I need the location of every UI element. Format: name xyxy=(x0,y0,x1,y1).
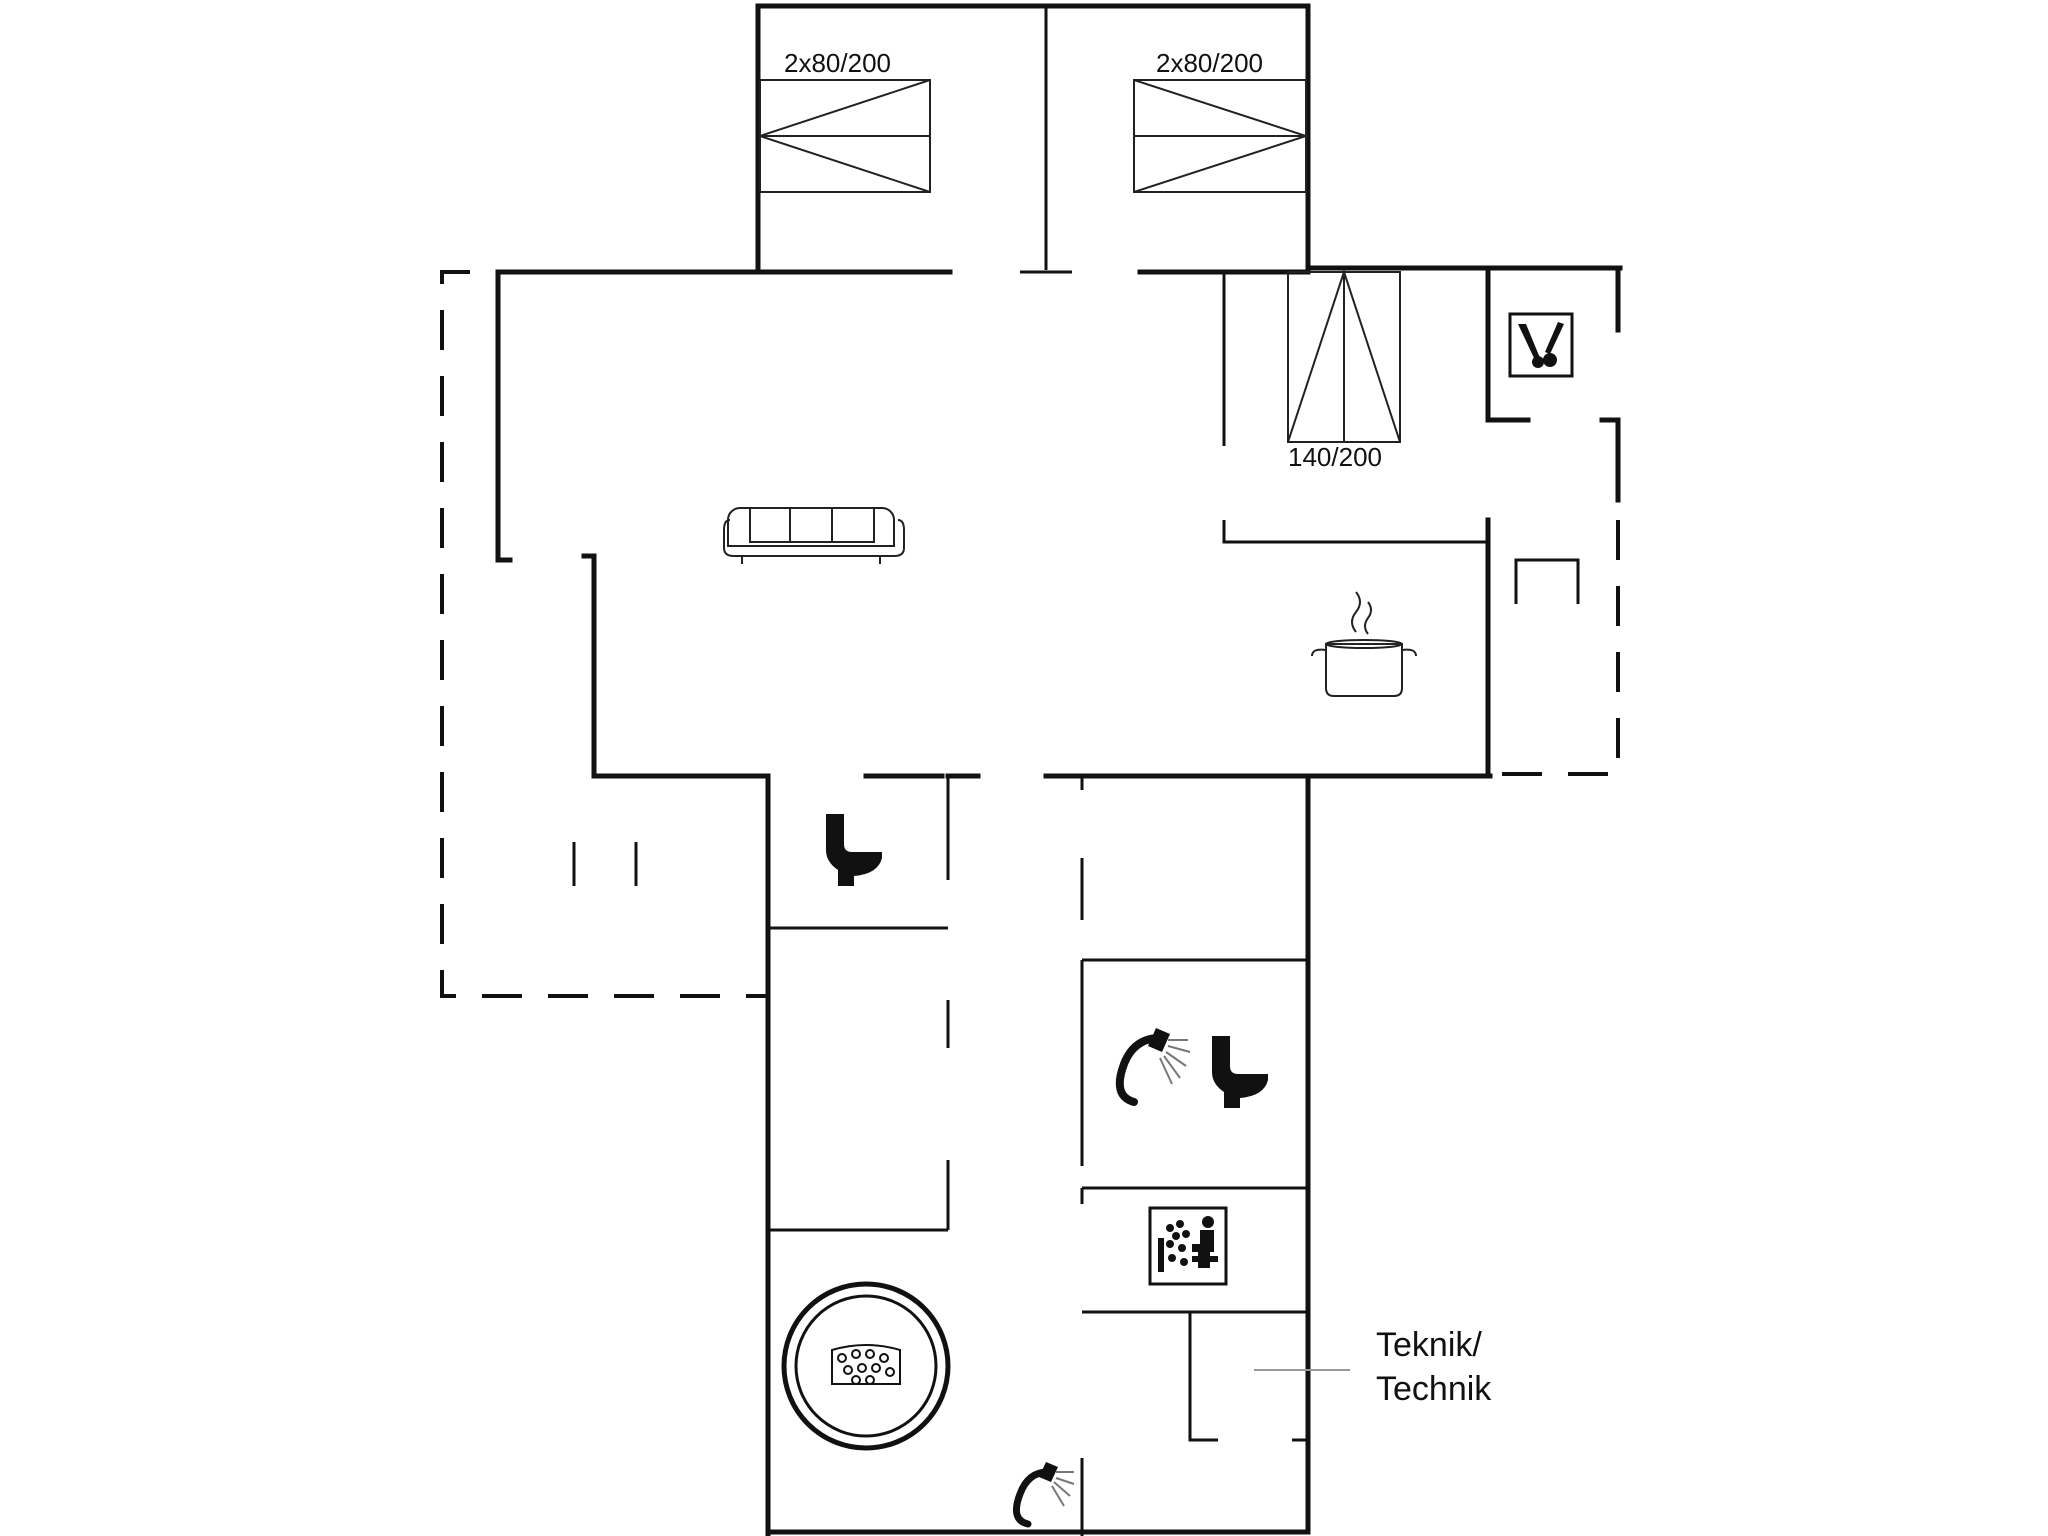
tech-room-label-line2: Technik xyxy=(1376,1370,1492,1408)
terrace-outlines xyxy=(440,270,1620,998)
shower-icon xyxy=(1012,1462,1075,1528)
toilet-icon xyxy=(826,814,882,886)
bed-twin-right xyxy=(1133,79,1310,193)
bed-double xyxy=(1287,268,1401,443)
bed-size-label-2: 2x80/200 xyxy=(1156,48,1263,78)
bed-size-label-3: 140/200 xyxy=(1288,442,1382,472)
sauna-icon xyxy=(1148,1206,1228,1286)
tech-room-label-line1: Teknik/ xyxy=(1376,1326,1482,1364)
shower-icon xyxy=(1115,1028,1191,1106)
bed-twin-left xyxy=(756,79,931,193)
toilet-icon xyxy=(1212,1036,1268,1108)
appliance-outline xyxy=(1514,558,1580,604)
sofa-icon xyxy=(723,507,905,564)
cooking-pot-icon xyxy=(1311,591,1417,697)
walls xyxy=(495,3,1623,1536)
bed-size-label-1: 2x80/200 xyxy=(784,48,891,78)
hot-tub-icon xyxy=(781,1281,951,1451)
washing-machine-icon xyxy=(1508,312,1574,378)
